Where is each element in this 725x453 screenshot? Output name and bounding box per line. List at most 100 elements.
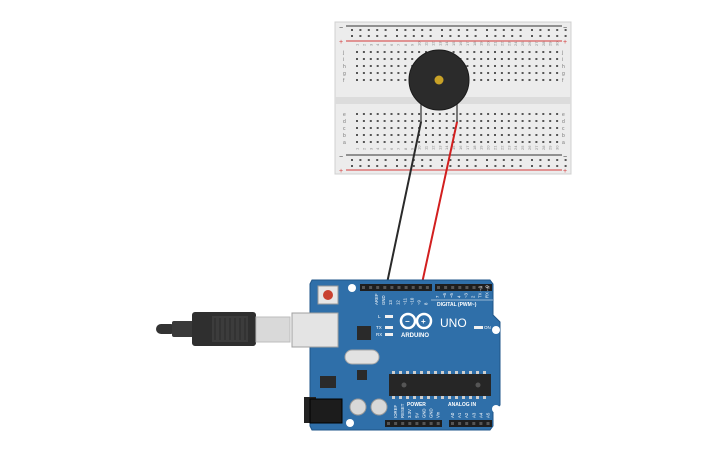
rail-hole[interactable] xyxy=(429,35,432,37)
rail-hole[interactable] xyxy=(547,29,550,31)
breadboard-hole[interactable] xyxy=(507,127,510,129)
piezo-buzzer-icon[interactable] xyxy=(408,49,470,122)
breadboard-hole[interactable] xyxy=(528,120,531,122)
breadboard-hole[interactable] xyxy=(404,65,407,67)
breadboard-hole[interactable] xyxy=(445,134,448,136)
rail-hole[interactable] xyxy=(466,29,469,31)
rail-hole[interactable] xyxy=(511,165,514,167)
rail-hole[interactable] xyxy=(441,165,443,167)
breadboard-hole[interactable] xyxy=(438,113,441,115)
breadboard-hole[interactable] xyxy=(487,51,490,53)
breadboard-hole[interactable] xyxy=(425,141,427,143)
breadboard-hole[interactable] xyxy=(500,113,503,115)
breadboard-hole[interactable] xyxy=(459,51,462,53)
header-socket[interactable] xyxy=(486,422,490,425)
digital-header-left[interactable] xyxy=(360,284,432,291)
rail-hole[interactable] xyxy=(556,35,559,37)
breadboard-hole[interactable] xyxy=(404,113,407,115)
breadboard-hole[interactable] xyxy=(459,134,462,136)
breadboard-hole[interactable] xyxy=(362,127,365,129)
breadboard-hole[interactable] xyxy=(411,127,414,129)
breadboard-hole[interactable] xyxy=(507,79,510,81)
rail-hole[interactable] xyxy=(449,35,452,37)
rail-hole[interactable] xyxy=(351,165,353,167)
breadboard-hole[interactable] xyxy=(356,141,358,143)
breadboard-hole[interactable] xyxy=(362,120,365,122)
rail-hole[interactable] xyxy=(376,165,379,167)
header-socket[interactable] xyxy=(387,422,390,425)
breadboard-hole[interactable] xyxy=(500,72,503,74)
breadboard-hole[interactable] xyxy=(507,58,510,60)
breadboard-hole[interactable] xyxy=(356,65,358,67)
rail-hole[interactable] xyxy=(429,159,432,161)
breadboard-hole[interactable] xyxy=(556,72,559,74)
rail-hole[interactable] xyxy=(449,165,452,167)
rail-hole[interactable] xyxy=(404,29,407,31)
header-socket[interactable] xyxy=(411,286,415,289)
header-socket[interactable] xyxy=(479,422,483,425)
breadboard-hole[interactable] xyxy=(500,127,503,129)
breadboard-hole[interactable] xyxy=(411,141,414,143)
breadboard-hole[interactable] xyxy=(535,79,538,81)
rail-hole[interactable] xyxy=(511,35,514,37)
breadboard-hole[interactable] xyxy=(369,65,372,67)
breadboard-hole[interactable] xyxy=(556,134,559,136)
breadboard-hole[interactable] xyxy=(556,141,559,143)
rail-hole[interactable] xyxy=(367,165,370,167)
header-socket[interactable] xyxy=(362,286,365,289)
rail-hole[interactable] xyxy=(511,29,514,31)
breadboard-hole[interactable] xyxy=(535,134,538,136)
rail-hole[interactable] xyxy=(502,35,505,37)
rail-hole[interactable] xyxy=(556,165,559,167)
breadboard-hole[interactable] xyxy=(390,65,393,67)
breadboard-hole[interactable] xyxy=(418,120,421,122)
breadboard-hole[interactable] xyxy=(507,141,510,143)
rail-hole[interactable] xyxy=(449,159,452,161)
breadboard-hole[interactable] xyxy=(549,51,552,53)
rail-hole[interactable] xyxy=(486,159,488,161)
breadboard-hole[interactable] xyxy=(487,72,490,74)
breadboard-hole[interactable] xyxy=(397,134,400,136)
breadboard-hole[interactable] xyxy=(528,127,531,129)
breadboard-hole[interactable] xyxy=(376,79,379,81)
breadboard-hole[interactable] xyxy=(507,72,510,74)
breadboard-hole[interactable] xyxy=(466,65,469,67)
breadboard-hole[interactable] xyxy=(376,120,379,122)
breadboard-hole[interactable] xyxy=(390,120,393,122)
header-socket[interactable] xyxy=(376,286,380,289)
breadboard-hole[interactable] xyxy=(500,141,503,143)
breadboard-hole[interactable] xyxy=(521,65,524,67)
rail-hole[interactable] xyxy=(486,29,488,31)
breadboard-hole[interactable] xyxy=(487,58,490,60)
header-socket[interactable] xyxy=(458,422,462,425)
breadboard-hole[interactable] xyxy=(528,58,531,60)
breadboard-hole[interactable] xyxy=(383,141,386,143)
breadboard-hole[interactable] xyxy=(507,120,510,122)
breadboard-hole[interactable] xyxy=(376,127,379,129)
breadboard-hole[interactable] xyxy=(404,72,407,74)
breadboard-hole[interactable] xyxy=(473,79,476,81)
rail-hole[interactable] xyxy=(486,35,488,37)
breadboard-hole[interactable] xyxy=(556,127,559,129)
breadboard-hole[interactable] xyxy=(480,51,483,53)
breadboard-hole[interactable] xyxy=(438,120,441,122)
breadboard-hole[interactable] xyxy=(514,134,517,136)
breadboard-hole[interactable] xyxy=(528,134,531,136)
rail-hole[interactable] xyxy=(421,159,424,161)
rail-hole[interactable] xyxy=(466,159,469,161)
header-socket[interactable] xyxy=(397,286,401,289)
rail-hole[interactable] xyxy=(376,29,379,31)
rail-hole[interactable] xyxy=(457,35,460,37)
breadboard-hole[interactable] xyxy=(542,141,545,143)
rail-hole[interactable] xyxy=(429,165,432,167)
breadboard-hole[interactable] xyxy=(556,51,559,53)
rail-hole[interactable] xyxy=(441,159,443,161)
breadboard-hole[interactable] xyxy=(356,72,358,74)
rail-hole[interactable] xyxy=(556,159,559,161)
rail-hole[interactable] xyxy=(474,29,477,31)
breadboard-hole[interactable] xyxy=(507,51,510,53)
breadboard-hole[interactable] xyxy=(556,120,559,122)
header-socket[interactable] xyxy=(429,422,433,425)
rail-hole[interactable] xyxy=(441,35,443,37)
